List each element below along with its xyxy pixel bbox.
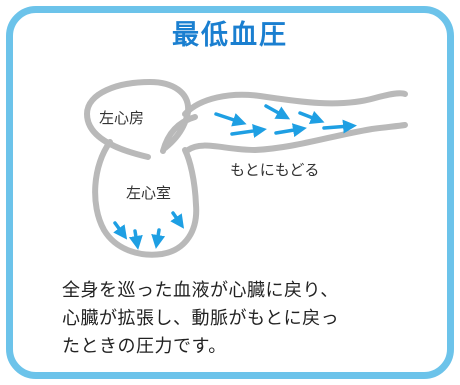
aorta-lower-edge: [185, 122, 408, 153]
flow-arrow: [113, 221, 128, 240]
flow-arrow: [170, 211, 185, 229]
left-ventricle-label: 左心室: [126, 184, 172, 202]
return-flow-label: もとにもどる: [230, 161, 320, 179]
flow-arrow: [151, 228, 166, 249]
flow-arrow: [230, 124, 267, 138]
panel-title: 最低血圧: [172, 20, 288, 51]
description-text: 全身を巡った血液が心臓に戻り、 心臓が拡張し、動脈がもとに戻っ たときの圧力です…: [62, 277, 422, 361]
description-line: 全身を巡った血液が心臓に戻り、: [62, 280, 339, 301]
description-line: たときの圧力です。: [62, 336, 227, 357]
flow-arrow: [264, 104, 291, 120]
aorta-upper-edge: [182, 90, 408, 117]
info-card: [6, 6, 454, 379]
blood-flow-arrows: [113, 104, 357, 250]
flow-arrow: [214, 112, 247, 127]
left-atrium-label: 左心房: [99, 109, 145, 127]
flow-arrow: [322, 119, 357, 134]
flow-arrow: [298, 110, 325, 124]
flow-arrow: [274, 123, 307, 138]
flow-arrow: [128, 229, 143, 250]
description-line: 心臓が拡張し、動脈がもとに戻っ: [62, 308, 340, 329]
heart-outline: [84, 79, 408, 258]
left-ventricle-outline: [92, 139, 200, 258]
septum-line: [160, 114, 198, 154]
